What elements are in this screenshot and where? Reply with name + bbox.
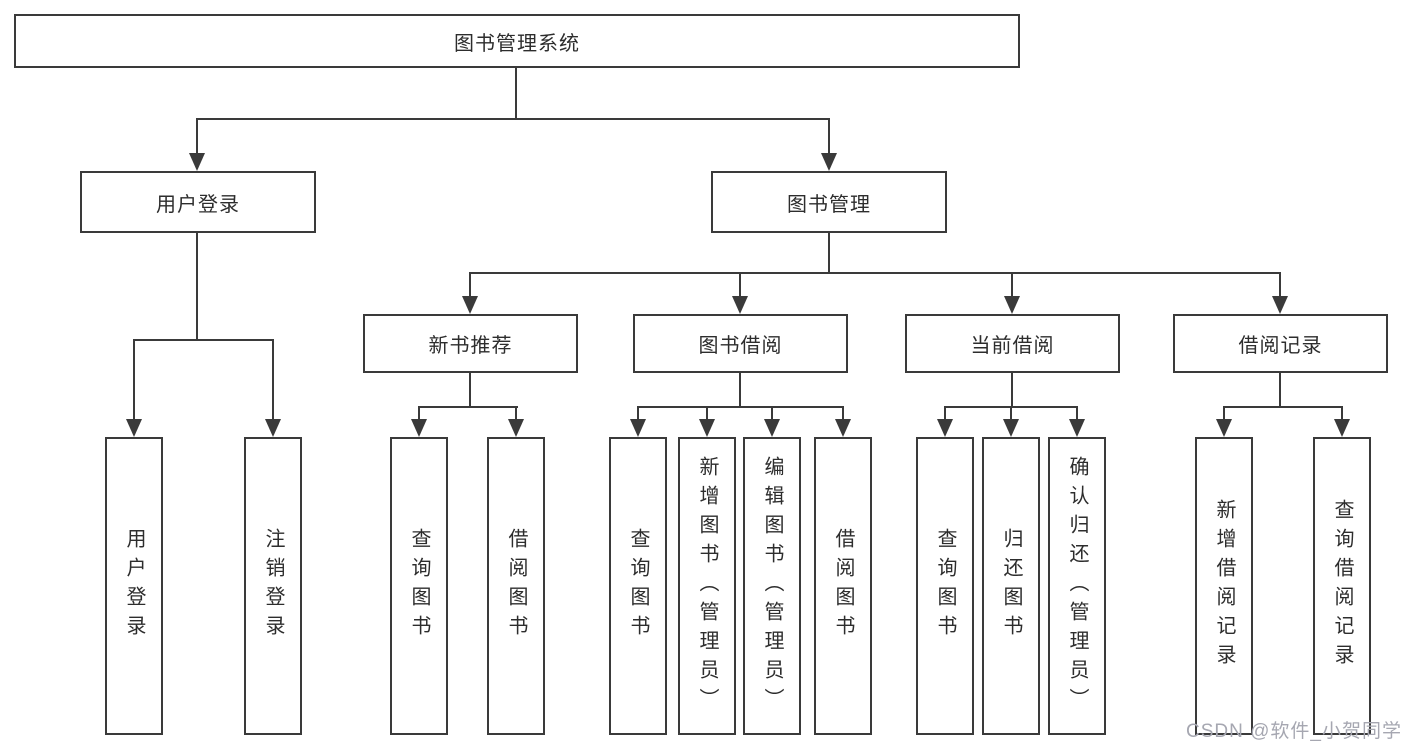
connector-line [469, 372, 471, 407]
connector-line [418, 406, 420, 422]
leaf-label: 借阅图书 [832, 528, 854, 644]
leaf-label: 查询图书 [627, 528, 649, 644]
connector-line [1011, 272, 1013, 300]
leaf-label: 新增图书（管理员） [696, 455, 718, 717]
leaf-label: 用户登录 [123, 528, 145, 644]
arrow-down-icon [937, 419, 953, 437]
node-book-management: 图书管理 [711, 171, 947, 233]
leaf-label: 归还图书 [1000, 528, 1022, 644]
connector-line [418, 406, 518, 408]
arrow-down-icon [732, 296, 748, 314]
connector-line [469, 272, 471, 300]
connector-line [1010, 406, 1012, 422]
arrow-down-icon [764, 419, 780, 437]
arrow-down-icon [1334, 419, 1350, 437]
connector-line [771, 406, 773, 422]
connector-line [515, 406, 517, 422]
leaf-borrow-book: 借阅图书 [814, 437, 872, 735]
leaf-label: 编辑图书（管理员） [761, 455, 783, 717]
connector-line [944, 406, 946, 422]
arrow-down-icon [265, 419, 281, 437]
connector-line [637, 406, 844, 408]
arrow-down-icon [835, 419, 851, 437]
leaf-records-query: 查询借阅记录 [1313, 437, 1371, 735]
arrow-down-icon [508, 419, 524, 437]
leaf-borrow-query: 查询图书 [609, 437, 667, 735]
csdn-watermark: CSDN @软件_小贺同学 [1186, 721, 1402, 742]
arrow-down-icon [462, 296, 478, 314]
leaf-current-return: 归还图书 [982, 437, 1040, 735]
arrow-down-icon [1216, 419, 1232, 437]
connector-line [828, 118, 830, 156]
connector-line [272, 339, 274, 423]
arrow-down-icon [126, 419, 142, 437]
leaf-newbook-borrow: 借阅图书 [487, 437, 545, 735]
arrow-down-icon [1069, 419, 1085, 437]
arrow-down-icon [1004, 296, 1020, 314]
connector-line [196, 233, 198, 340]
node-user-login: 用户登录 [80, 171, 316, 233]
leaf-borrow-edit-admin: 编辑图书（管理员） [743, 437, 801, 735]
leaf-label: 查询借阅记录 [1331, 499, 1353, 673]
connector-line [1279, 372, 1281, 407]
connector-line [706, 406, 708, 422]
leaf-records-add: 新增借阅记录 [1195, 437, 1253, 735]
connector-line [739, 272, 741, 300]
arrow-down-icon [189, 153, 205, 171]
leaf-label: 借阅图书 [505, 528, 527, 644]
connector-line [1011, 372, 1013, 407]
leaf-label: 查询图书 [934, 528, 956, 644]
leaf-current-confirm-admin: 确认归还（管理员） [1048, 437, 1106, 735]
leaf-current-query: 查询图书 [916, 437, 974, 735]
leaf-borrow-add-admin: 新增图书（管理员） [678, 437, 736, 735]
node-new-book-recommend: 新书推荐 [363, 314, 578, 373]
arrow-down-icon [411, 419, 427, 437]
leaf-label: 新增借阅记录 [1213, 499, 1235, 673]
connector-line [828, 233, 830, 273]
connector-line [1076, 406, 1078, 422]
connector-line [469, 272, 1281, 274]
node-current-borrow: 当前借阅 [905, 314, 1120, 373]
arrow-down-icon [1003, 419, 1019, 437]
connector-line [739, 372, 741, 407]
leaf-label: 注销登录 [262, 528, 284, 644]
connector-line [1223, 406, 1343, 408]
leaf-newbook-query: 查询图书 [390, 437, 448, 735]
connector-line [196, 118, 198, 156]
node-book-borrow: 图书借阅 [633, 314, 848, 373]
connector-line [196, 118, 830, 120]
connector-line [133, 339, 274, 341]
arrow-down-icon [630, 419, 646, 437]
arrow-down-icon [1272, 296, 1288, 314]
connector-line [637, 406, 639, 422]
arrow-down-icon [821, 153, 837, 171]
leaf-label: 确认归还（管理员） [1066, 455, 1088, 717]
connector-line [515, 67, 517, 119]
connector-line [133, 339, 135, 423]
leaf-logout: 注销登录 [244, 437, 302, 735]
leaf-label: 查询图书 [408, 528, 430, 644]
connector-line [1279, 272, 1281, 300]
connector-line [842, 406, 844, 422]
leaf-user-login: 用户登录 [105, 437, 163, 735]
connector-line [1341, 406, 1343, 422]
node-borrow-records: 借阅记录 [1173, 314, 1388, 373]
connector-line [1223, 406, 1225, 422]
node-root: 图书管理系统 [14, 14, 1020, 68]
arrow-down-icon [699, 419, 715, 437]
